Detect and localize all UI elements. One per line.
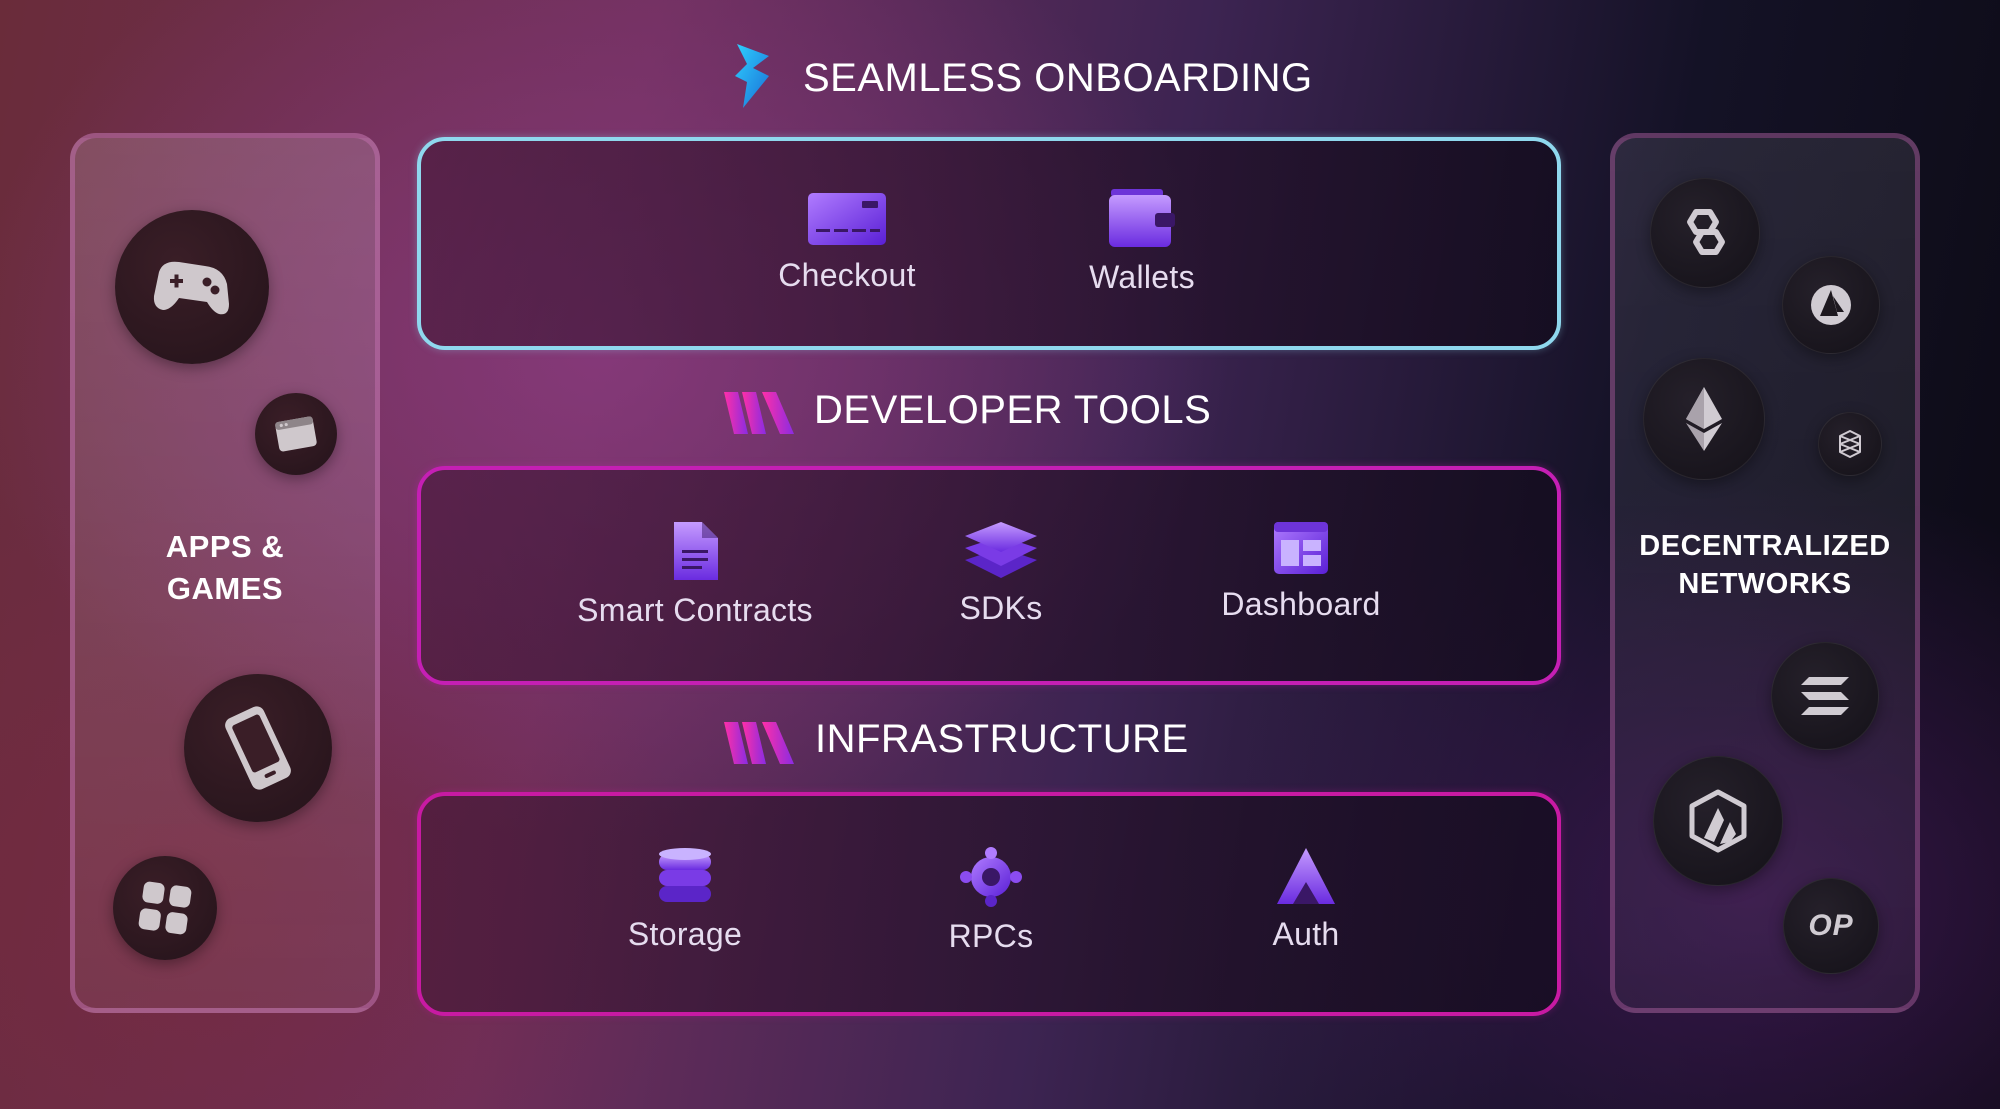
app-grid-circle	[113, 856, 217, 960]
dashboard-icon	[1274, 522, 1328, 574]
tw-logo-icon	[724, 722, 794, 764]
devtools-heading: DEVELOPER TOOLS	[814, 388, 1212, 432]
onboarding-heading: SEAMLESS ONBOARDING	[803, 56, 1313, 100]
devtools-box: Smart Contracts SDKs Dashboard	[417, 466, 1561, 685]
polygon-icon	[1687, 209, 1725, 255]
decentralized-networks-panel: DECENTRALIZED NETWORKS OP	[1610, 133, 1920, 1013]
smart-contracts-item[interactable]: Smart Contracts	[545, 520, 845, 629]
sail-circle	[1782, 256, 1880, 354]
solana-icon	[1801, 677, 1849, 715]
wallet-icon	[1109, 189, 1175, 247]
apps-games-panel: APPS & GAMES	[70, 133, 380, 1013]
apps-games-title: APPS & GAMES	[165, 529, 285, 606]
storage-item[interactable]: Storage	[555, 846, 815, 953]
ethereum-icon	[1686, 387, 1722, 451]
triangle-icon	[1277, 848, 1335, 904]
ethereum-circle	[1643, 358, 1765, 480]
dashboard-item[interactable]: Dashboard	[1171, 520, 1431, 623]
decentralized-networks-title: DECENTRALIZED NETWORKS	[1639, 530, 1891, 600]
auth-item[interactable]: Auth	[1176, 846, 1436, 953]
database-icon	[659, 848, 711, 902]
gamepad-circle	[115, 210, 269, 364]
checkout-item[interactable]: Checkout	[717, 191, 977, 294]
onboarding-logo	[733, 42, 773, 115]
fantom-icon	[1839, 430, 1861, 458]
optimism-icon: OP	[1808, 909, 1854, 942]
wallets-item[interactable]: Wallets	[1012, 187, 1272, 296]
arbitrum-icon	[1689, 789, 1747, 853]
mobile-phone-circle	[184, 674, 332, 822]
mobile-phone-icon	[225, 706, 291, 790]
gamepad-icon	[153, 261, 229, 315]
lightning-logo-icon	[735, 44, 769, 108]
onboarding-box: Checkout Wallets	[417, 137, 1561, 350]
smart-contracts-label: Smart Contracts	[577, 592, 813, 628]
rpcs-item[interactable]: RPCs	[861, 846, 1121, 955]
arbitrum-circle	[1653, 756, 1783, 886]
layers-icon	[965, 522, 1037, 578]
infra-heading: INFRASTRUCTURE	[815, 717, 1189, 761]
network-node-icon	[960, 847, 1022, 907]
fantom-circle	[1818, 412, 1882, 476]
tw-logo-icon	[724, 392, 794, 434]
auth-label: Auth	[1272, 916, 1340, 952]
polygon-circle	[1650, 178, 1760, 288]
devtools-logo	[722, 390, 796, 441]
sdks-label: SDKs	[959, 590, 1043, 626]
optimism-circle: OP	[1783, 878, 1879, 974]
document-icon	[674, 522, 718, 580]
solana-circle	[1771, 642, 1879, 750]
infra-box: Storage RPCs Auth	[417, 792, 1561, 1016]
credit-card-icon	[808, 193, 886, 245]
browser-window-circle	[255, 393, 337, 475]
sdks-item[interactable]: SDKs	[871, 520, 1131, 627]
sail-icon	[1811, 285, 1851, 325]
dashboard-label: Dashboard	[1221, 586, 1381, 622]
app-grid-icon	[138, 881, 192, 935]
infra-logo	[722, 720, 796, 771]
storage-label: Storage	[627, 916, 743, 952]
wallets-label: Wallets	[1089, 259, 1195, 295]
rpcs-label: RPCs	[948, 918, 1034, 954]
checkout-label: Checkout	[778, 257, 916, 293]
browser-window-icon	[275, 416, 317, 452]
